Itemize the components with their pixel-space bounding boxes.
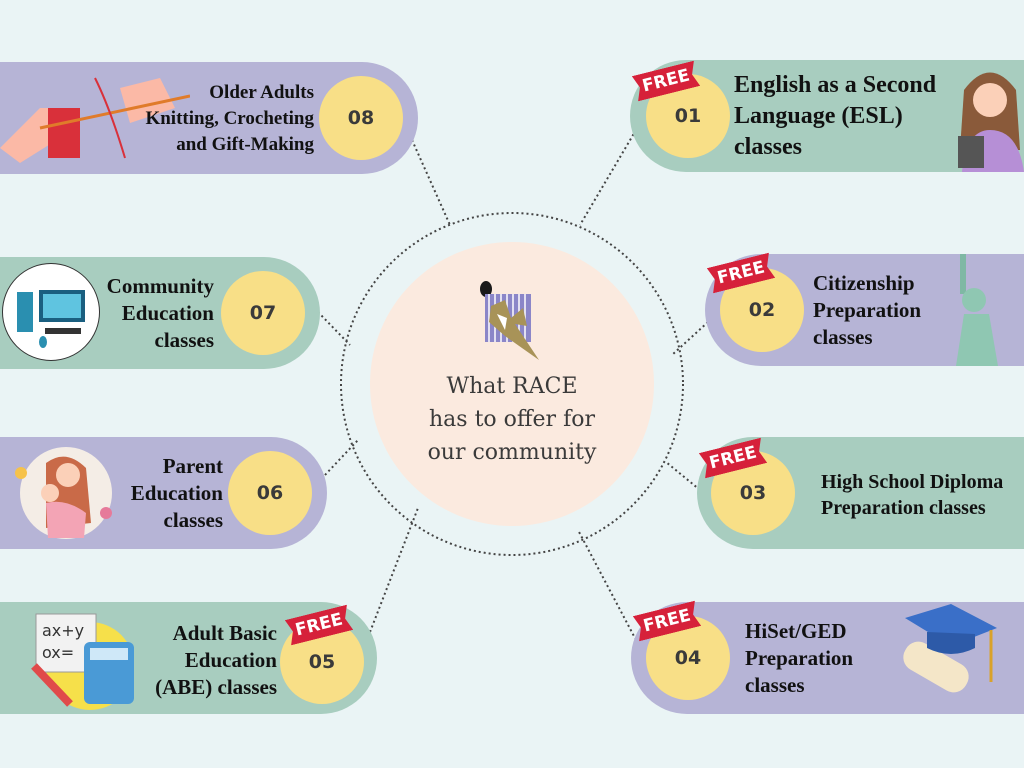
calculator-math-icon: ax+y ox= <box>31 613 134 710</box>
number-badge-06: 06 <box>228 451 312 535</box>
mother-child-icon <box>15 447 112 539</box>
offer-card-03: 03 FREE High School Diploma Preparation … <box>697 437 1024 549</box>
offer-line: English as a Second <box>734 72 937 98</box>
offer-line: Citizenship <box>813 271 915 295</box>
svg-text:ax+y: ax+y <box>42 621 84 640</box>
knitting-hands-icon <box>0 77 190 163</box>
center-title: What RACE has to offer for our community <box>370 370 654 469</box>
race-logo <box>480 281 539 360</box>
offer-line: Older Adults <box>209 82 314 103</box>
offer-line: Adult Basic <box>172 621 277 645</box>
offer-line: Preparation <box>813 298 922 322</box>
offer-card-08: Older Adults Knitting, Crocheting and Gi… <box>0 62 418 174</box>
offer-line: classes <box>813 325 873 349</box>
connector-06 <box>324 439 359 476</box>
dotted-ring <box>340 212 684 556</box>
connector-07 <box>317 311 351 346</box>
number-badge-02: 02 <box>720 268 804 352</box>
offer-label-02: Citizenship Preparation classes <box>813 270 921 351</box>
connector-03 <box>665 461 701 491</box>
offer-label-04: HiSet/GED Preparation classes <box>745 618 853 699</box>
offer-label-05: Adult Basic Education (ABE) classes <box>155 620 277 701</box>
offer-line: Education <box>121 301 214 325</box>
graduation-cap-icon <box>903 604 997 693</box>
offer-line: Knitting, Crocheting <box>145 108 314 129</box>
offer-label-01: English as a Second Language (ESL) class… <box>734 70 936 163</box>
statue-of-liberty-icon <box>956 254 998 366</box>
offer-line: classes <box>734 134 802 160</box>
connector-02 <box>671 321 709 356</box>
offer-line: classes <box>154 328 215 352</box>
offer-line: and Gift-Making <box>176 134 314 155</box>
offer-label-08: Older Adults Knitting, Crocheting and Gi… <box>145 80 314 158</box>
offer-line: Language (ESL) <box>734 103 903 129</box>
offer-line: Education <box>130 481 223 505</box>
connector-08 <box>411 139 451 226</box>
offer-line: High School Diploma <box>821 471 1004 493</box>
offer-line: Education <box>184 648 277 672</box>
offer-line: Preparation <box>745 646 854 670</box>
number-badge-07: 07 <box>221 271 305 355</box>
offer-line: Community <box>106 274 214 298</box>
center-circle: What RACE has to offer for our community <box>370 242 654 526</box>
offer-card-04: 04 FREE HiSet/GED Preparation classes <box>631 602 1024 714</box>
offer-line: Preparation classes <box>821 497 986 519</box>
offer-line: classes <box>163 508 224 532</box>
offer-label-03: High School Diploma Preparation classes <box>821 469 1003 521</box>
offer-line: Parent <box>162 454 223 478</box>
woman-with-book-icon <box>958 72 1024 172</box>
center-line-1: What RACE <box>446 374 578 399</box>
connector-01 <box>579 129 637 226</box>
computer-icon <box>2 263 100 361</box>
center-line-2: has to offer for <box>429 407 595 432</box>
offer-label-06: Parent Education classes <box>131 453 223 534</box>
connector-04 <box>577 529 637 641</box>
connector-05 <box>369 507 419 633</box>
offer-line: HiSet/GED <box>745 619 847 643</box>
number-badge-08: 08 <box>319 76 403 160</box>
offer-card-01: 01 FREE English as a Second Language (ES… <box>630 60 1024 172</box>
offer-card-02: 02 FREE Citizenship Preparation classes <box>705 254 1024 366</box>
offer-label-07: Community Education classes <box>107 273 214 354</box>
offer-line: classes <box>745 673 805 697</box>
center-line-3: our community <box>427 440 597 465</box>
offer-card-06: Parent Education classes 06 <box>0 437 327 549</box>
offer-card-05: ax+y ox= Adult Basic Education (ABE) cla… <box>0 602 377 714</box>
offer-line: (ABE) classes <box>155 675 277 699</box>
svg-text:ox=: ox= <box>42 643 74 662</box>
offer-card-07: Community Education classes 07 <box>0 257 320 369</box>
